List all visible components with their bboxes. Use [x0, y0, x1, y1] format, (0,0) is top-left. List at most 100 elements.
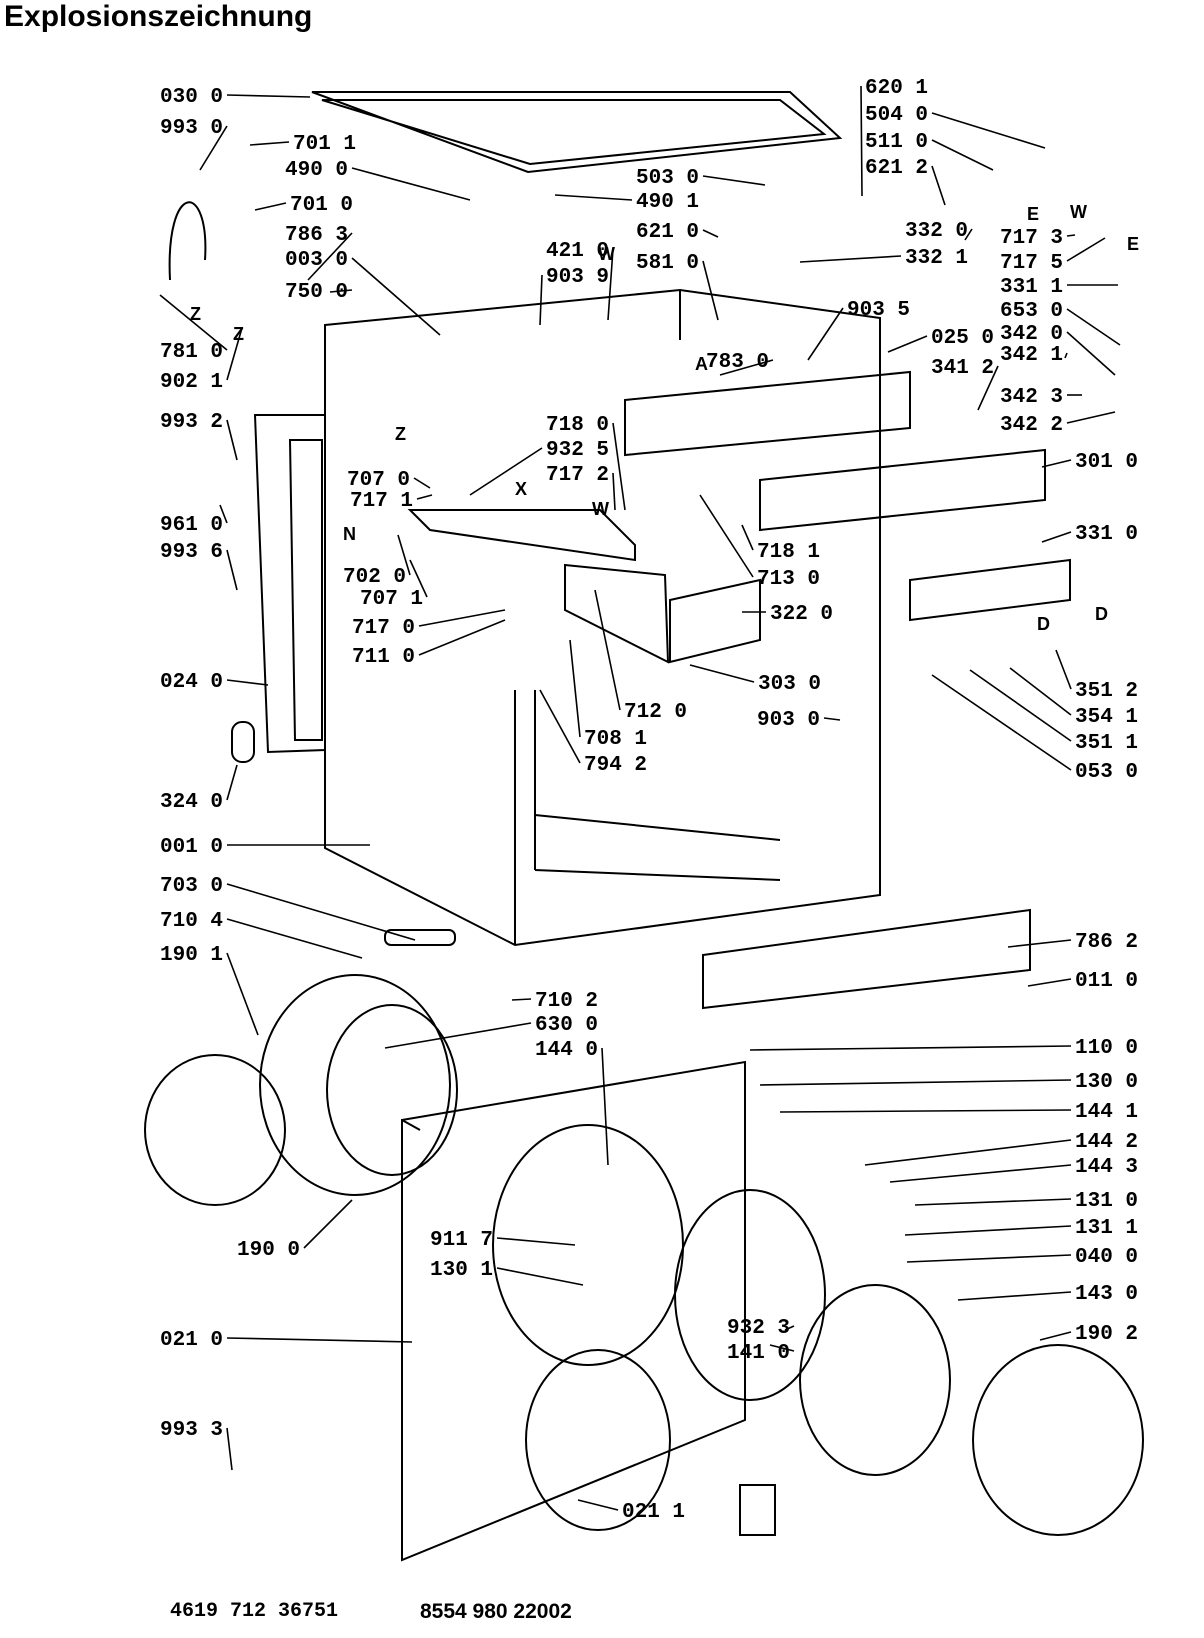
part-label: 021 1 — [622, 1501, 685, 1524]
part-label: 190 0 — [237, 1239, 300, 1262]
leader-line — [226, 549, 238, 591]
part-label: 781 0 — [160, 341, 223, 364]
part-label: 144 1 — [1075, 1101, 1138, 1124]
part-label: 490 0 — [285, 159, 348, 182]
leader-line — [969, 669, 1072, 742]
leader-line — [226, 952, 259, 1036]
part-outline — [253, 414, 326, 754]
part-label: 011 0 — [1075, 970, 1138, 993]
part-label: 717 5 — [1000, 252, 1063, 275]
part-label: 341 2 — [931, 357, 994, 380]
leader-line — [1009, 667, 1072, 716]
part-label: 040 0 — [1075, 1246, 1138, 1269]
part-label: 707 0 — [347, 469, 410, 492]
marker-letter: E — [1127, 234, 1139, 254]
part-label: 653 0 — [1000, 300, 1063, 323]
part-label: 993 2 — [160, 411, 223, 434]
part-outline — [259, 974, 451, 1196]
part-label: 504 0 — [865, 104, 928, 127]
leader-line — [397, 534, 411, 576]
leader-line — [1066, 234, 1076, 237]
marker-letter: X — [515, 479, 527, 499]
leader-line — [226, 764, 238, 801]
marker-letter: D — [1037, 614, 1050, 634]
leader-line — [226, 327, 243, 381]
leader-lines — [159, 85, 1121, 1511]
part-label: 718 0 — [546, 414, 609, 437]
leader-line — [887, 335, 928, 353]
part-outline — [759, 448, 1046, 532]
part-label: 024 0 — [160, 671, 223, 694]
leader-line — [226, 1427, 233, 1471]
part-label: 490 1 — [636, 191, 699, 214]
leader-line — [199, 125, 228, 171]
part-label: 701 1 — [293, 133, 356, 156]
part-label: 110 0 — [1075, 1037, 1138, 1060]
marker-letter: W — [598, 244, 615, 264]
part-label: 342 2 — [1000, 414, 1063, 437]
leader-line — [413, 477, 431, 489]
part-outline — [674, 1189, 826, 1401]
leader-line — [964, 228, 973, 241]
leader-line — [226, 94, 311, 98]
part-label: 630 0 — [535, 1014, 598, 1037]
leader-line — [601, 1047, 609, 1166]
leader-line — [860, 85, 863, 197]
leader-line — [469, 447, 543, 496]
part-label: 717 2 — [546, 464, 609, 487]
leader-line — [769, 1344, 795, 1352]
leader-line — [226, 679, 269, 686]
leader-line — [759, 1079, 1072, 1086]
part-label: 301 0 — [1075, 451, 1138, 474]
part-label: 794 2 — [584, 754, 647, 777]
part-label: 707 1 — [360, 588, 423, 611]
leader-line — [307, 232, 353, 281]
leader-line — [914, 1198, 1072, 1206]
part-label: 703 0 — [160, 875, 223, 898]
part-outline — [624, 370, 911, 457]
part-label: 130 0 — [1075, 1071, 1138, 1094]
part-outline — [702, 908, 1031, 1010]
leader-line — [931, 112, 1046, 149]
marker-letter: N — [343, 524, 356, 544]
leader-line — [702, 175, 766, 186]
leader-line — [249, 141, 290, 146]
part-label: 421 0 — [546, 240, 609, 263]
leader-line — [511, 998, 532, 1001]
leader-line — [807, 307, 844, 361]
leader-line — [719, 359, 774, 376]
page-title: Explosionszeichnung — [4, 0, 313, 33]
leader-line — [749, 1045, 1072, 1051]
leader-line — [351, 167, 471, 201]
part-label: 786 3 — [285, 224, 348, 247]
leader-line — [1007, 939, 1072, 948]
part-label: 342 3 — [1000, 386, 1063, 409]
leader-line — [418, 619, 506, 656]
part-label: 331 1 — [1000, 276, 1063, 299]
part-label: 702 0 — [343, 566, 406, 589]
part-label: 332 0 — [905, 220, 968, 243]
leader-line — [1041, 459, 1072, 468]
part-outline — [492, 1124, 684, 1366]
part-label: 332 1 — [905, 247, 968, 270]
part-label: 351 2 — [1075, 680, 1138, 703]
part-label: 786 2 — [1075, 931, 1138, 954]
leader-line — [864, 1139, 1072, 1166]
part-outline — [384, 929, 456, 946]
leader-line — [1064, 352, 1068, 359]
part-outline — [972, 1344, 1144, 1536]
part-outline — [407, 509, 636, 562]
leader-line — [1027, 978, 1072, 987]
leader-line — [577, 1499, 619, 1511]
part-label: 708 1 — [584, 728, 647, 751]
part-label: 993 3 — [160, 1419, 223, 1442]
leader-line — [418, 609, 506, 627]
part-label: 511 0 — [865, 131, 928, 154]
part-label: 342 1 — [1000, 344, 1063, 367]
part-label: 750 0 — [285, 281, 348, 304]
marker-letter: W — [1070, 202, 1087, 222]
leader-line — [1041, 531, 1072, 543]
leader-line — [607, 248, 614, 321]
leader-line — [977, 365, 999, 411]
